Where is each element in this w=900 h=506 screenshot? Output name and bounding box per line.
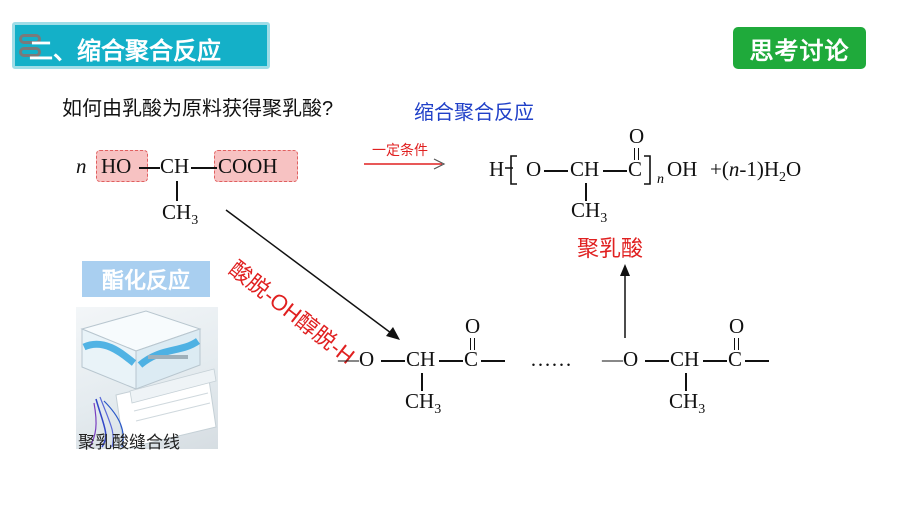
carboxyl-highlight — [214, 150, 298, 182]
chain1-ch: CH — [406, 347, 436, 371]
polymer-n-subscript: n — [657, 172, 664, 187]
bond-line — [703, 360, 727, 362]
product-o: O — [526, 157, 542, 181]
binder-ring-icon — [19, 34, 41, 44]
reaction-arrow-icon — [364, 158, 446, 170]
bond-line — [685, 373, 687, 391]
bond-line — [139, 167, 160, 169]
discussion-badge: 思考讨论 — [733, 27, 866, 69]
chain2-ch3: CH3 — [669, 389, 706, 418]
chain1-carbonyl-o: O — [465, 314, 481, 338]
product-ch: CH — [570, 157, 600, 181]
right-bracket-icon — [644, 155, 651, 185]
chain2-ch: CH — [670, 347, 700, 371]
double-bond-line — [638, 148, 640, 160]
chain-ellipsis: …… — [530, 347, 572, 371]
binder-ring-icon — [19, 47, 41, 57]
hydroxyl-highlight — [96, 150, 148, 182]
bond-line — [191, 167, 217, 169]
photo-caption: 聚乳酸缝合线 — [78, 433, 180, 452]
suture-package-illustration — [80, 310, 217, 449]
question-text: 如何由乳酸为原料获得聚乳酸? — [62, 98, 334, 120]
chain1-c: C — [464, 347, 479, 371]
product-c: C — [628, 157, 643, 181]
chain1-o: —O — [338, 347, 375, 371]
double-bond-line — [734, 338, 736, 350]
polylactic-acid-label: 聚乳酸 — [577, 236, 644, 261]
suture-product-photo — [76, 307, 218, 449]
water-byproduct: +(n-1)H2O — [710, 157, 802, 186]
bond-line — [381, 360, 405, 362]
coefficient-n: n — [76, 154, 87, 178]
double-bond-line — [634, 148, 636, 160]
bond-line — [645, 360, 669, 362]
bond-line — [585, 183, 587, 201]
reactant-cooh: COOH — [218, 154, 278, 178]
bond-line — [603, 170, 627, 172]
up-arrow-icon — [620, 264, 630, 338]
product-oh: OH — [667, 157, 698, 181]
double-bond-line — [738, 338, 740, 350]
esterification-label: 酯化反应 — [82, 261, 210, 297]
reactant-ho: HO — [101, 154, 132, 178]
bond-line — [439, 360, 463, 362]
chain1-ch3: CH3 — [405, 389, 442, 418]
reactant-ch3: CH3 — [162, 200, 199, 229]
chain2-o: —O — [602, 347, 639, 371]
bond-line — [176, 181, 178, 201]
double-bond-line — [474, 338, 476, 350]
double-bond-line — [470, 338, 472, 350]
chain2-carbonyl-o: O — [729, 314, 745, 338]
diagonal-arrow-icon — [225, 209, 400, 340]
section-title: 二、缩合聚合反应 — [29, 38, 221, 65]
bond-line — [745, 360, 769, 362]
product-h: H — [489, 157, 505, 181]
bond-line — [421, 373, 423, 391]
product-ch3: CH3 — [571, 198, 608, 227]
reaction-condition: 一定条件 — [372, 142, 428, 158]
product-carbonyl-o: O — [629, 124, 645, 148]
answer-text: 缩合聚合反应 — [414, 102, 534, 124]
chain2-c: C — [728, 347, 743, 371]
left-bracket-icon — [505, 155, 517, 185]
bond-line — [544, 170, 568, 172]
reactant-ch: CH — [160, 154, 190, 178]
bond-line — [481, 360, 505, 362]
section-header-tab: 二、缩合聚合反应 — [12, 22, 270, 69]
